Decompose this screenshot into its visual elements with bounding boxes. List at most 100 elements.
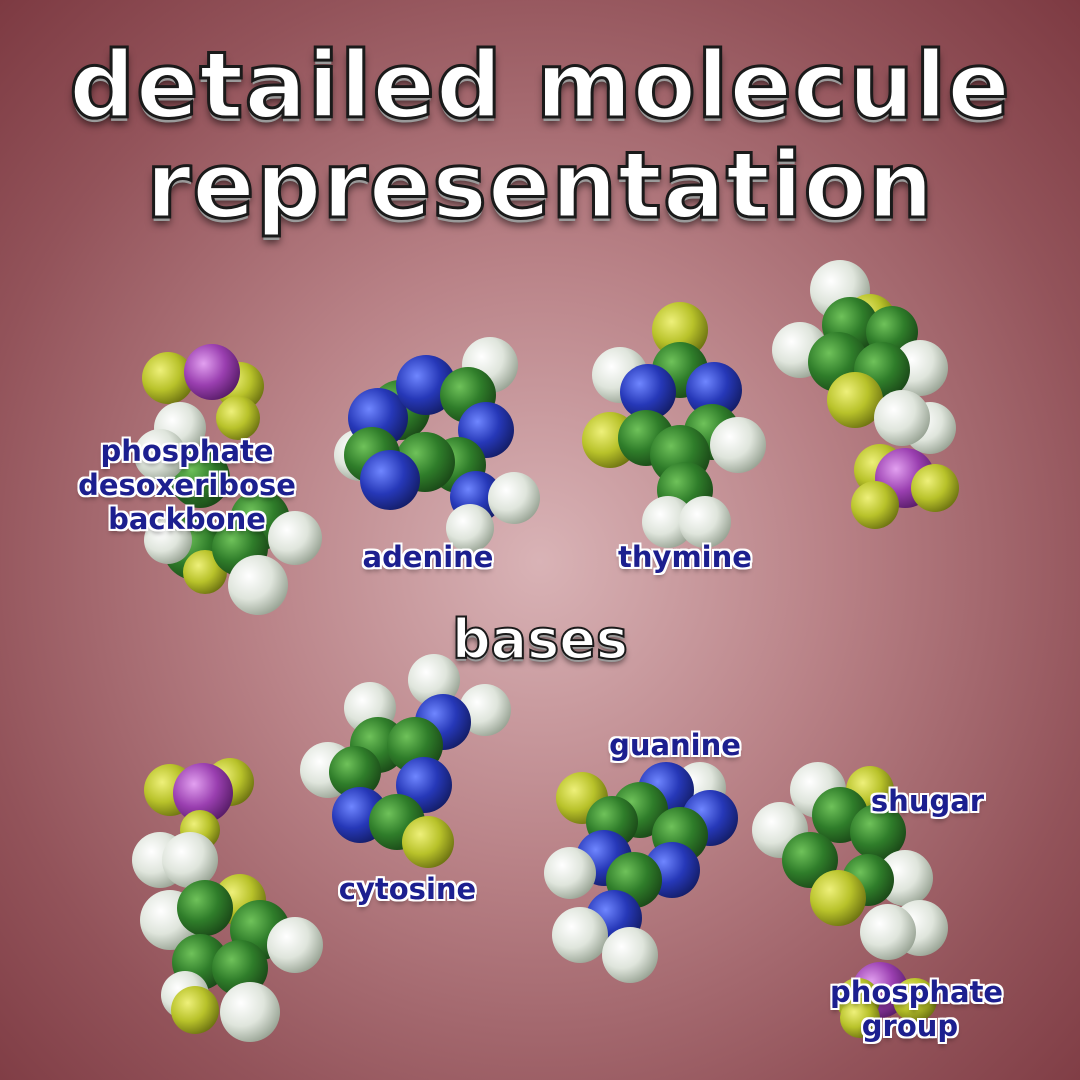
- carbon-atom: [657, 462, 713, 518]
- oxygen-atom: [180, 810, 220, 850]
- carbon-atom: [344, 427, 400, 483]
- carbon-atom: [866, 306, 918, 358]
- hydrogen-atom: [860, 904, 916, 960]
- title-line-2: representation: [144, 132, 935, 239]
- oxygen-atom: [214, 874, 266, 926]
- oxygen-atom: [171, 986, 219, 1034]
- molecule-backbone-top-right: [772, 260, 959, 529]
- carbon-atom: [387, 717, 443, 773]
- hydrogen-atom: [161, 971, 209, 1019]
- hydrogen-atom: [810, 260, 870, 320]
- molecule-adenine: [334, 337, 540, 552]
- nitrogen-atom: [686, 362, 742, 418]
- molecule-backbone-bottom-left: [132, 758, 323, 1042]
- carbon-atom: [212, 940, 268, 996]
- hydrogen-atom: [140, 890, 200, 950]
- oxygen-atom: [582, 412, 638, 468]
- oxygen-atom: [556, 772, 608, 824]
- carbon-atom: [782, 832, 838, 888]
- hydrogen-atom: [220, 982, 280, 1042]
- oxygen-atom: [183, 550, 227, 594]
- nitrogen-atom: [576, 830, 632, 886]
- hydrogen-atom: [790, 762, 846, 818]
- carbon-atom: [370, 380, 430, 440]
- hydrogen-atom: [874, 390, 930, 446]
- nitrogen-atom: [396, 757, 452, 813]
- carbon-atom: [430, 437, 486, 493]
- label-backbone-line-3: backbone: [108, 502, 266, 536]
- label-phosphate-group-line-1: phosphate: [830, 975, 1004, 1009]
- hydrogen-atom: [752, 802, 808, 858]
- hydrogen-atom: [892, 900, 948, 956]
- nitrogen-atom: [396, 355, 456, 415]
- carbon-atom: [652, 342, 708, 398]
- title-line-1: detailed molecule: [68, 32, 1012, 139]
- oxygen-atom: [827, 372, 883, 428]
- nitrogen-atom: [415, 694, 471, 750]
- oxygen-atom: [854, 444, 906, 496]
- carbon-atom: [230, 900, 290, 960]
- carbon-atom: [586, 796, 638, 848]
- nitrogen-atom: [586, 890, 642, 946]
- carbon-atom: [177, 880, 233, 936]
- label-phosphate-group: phosphate group: [830, 975, 1004, 1043]
- hydrogen-atom: [592, 347, 648, 403]
- hydrogen-atom: [228, 555, 288, 615]
- hydrogen-atom: [162, 832, 218, 888]
- nitrogen-atom: [450, 471, 502, 523]
- carbon-atom: [612, 782, 668, 838]
- label-backbone-line-1: phosphate: [100, 434, 274, 468]
- carbon-atom: [369, 794, 425, 850]
- oxygen-atom: [652, 302, 708, 358]
- carbon-atom: [842, 854, 894, 906]
- carbon-atom: [650, 425, 710, 485]
- phosphorus-atom: [875, 448, 935, 508]
- hydrogen-atom: [132, 832, 188, 888]
- molecule-guanine: [544, 762, 738, 983]
- nitrogen-atom: [332, 787, 388, 843]
- oxygen-atom: [206, 758, 254, 806]
- carbon-atom: [606, 852, 662, 908]
- oxygen-atom: [844, 294, 896, 346]
- molecule-cytosine: [300, 654, 511, 868]
- oxygen-atom: [810, 870, 866, 926]
- label-phosphate-group-line-2: group: [861, 1009, 959, 1043]
- hydrogen-atom: [877, 850, 933, 906]
- carbon-atom: [684, 404, 740, 460]
- nitrogen-atom: [458, 402, 514, 458]
- carbon-atom: [350, 717, 406, 773]
- oxygen-atom: [911, 464, 959, 512]
- hydrogen-atom: [488, 472, 540, 524]
- phosphorus-atom: [173, 763, 233, 823]
- hydrogen-atom: [459, 684, 511, 736]
- hydrogen-atom: [710, 417, 766, 473]
- nitrogen-atom: [620, 364, 676, 420]
- oxygen-atom: [142, 352, 194, 404]
- hydrogen-atom: [904, 402, 956, 454]
- oxygen-atom: [144, 764, 196, 816]
- hydrogen-atom: [674, 762, 726, 814]
- hydrogen-atom: [300, 742, 356, 798]
- carbon-atom: [172, 934, 228, 990]
- nitrogen-atom: [682, 790, 738, 846]
- hydrogen-atom: [267, 917, 323, 973]
- nitrogen-atom: [638, 762, 694, 818]
- label-guanine: guanine: [609, 728, 741, 762]
- label-thymine: thymine: [618, 540, 752, 574]
- carbon-atom: [652, 807, 708, 863]
- hydrogen-atom: [344, 682, 396, 734]
- label-backbone: phosphate desoxeribose backbone: [72, 434, 302, 536]
- carbon-atom: [395, 432, 455, 492]
- carbon-atom: [329, 746, 381, 798]
- oxygen-atom: [851, 481, 899, 529]
- hydrogen-atom: [772, 322, 828, 378]
- oxygen-atom: [216, 362, 264, 410]
- nitrogen-atom: [644, 842, 700, 898]
- hydrogen-atom: [892, 340, 948, 396]
- label-backbone-line-2: desoxeribose: [78, 468, 296, 502]
- molecule-thymine: [582, 302, 766, 548]
- bases-heading: bases: [451, 607, 629, 672]
- label-sugar: shugar: [870, 784, 985, 818]
- hydrogen-atom: [552, 907, 608, 963]
- phosphorus-atom: [184, 344, 240, 400]
